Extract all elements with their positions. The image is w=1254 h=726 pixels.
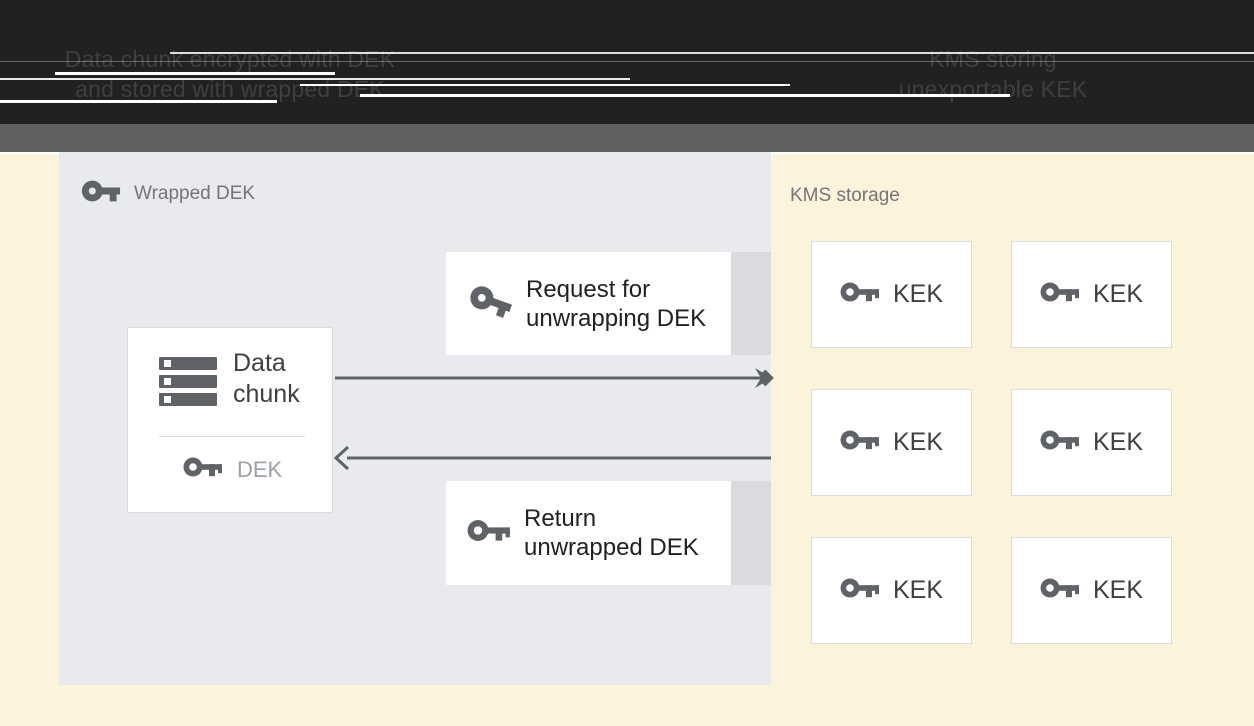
caption-line: unexportable KEK bbox=[898, 76, 1088, 102]
request-line2: unwrapping DEK bbox=[526, 304, 707, 332]
caption-data-chunk: Data chunk encrypted with DEK and stored… bbox=[55, 44, 405, 104]
dek-row: DEK bbox=[183, 454, 282, 485]
glitch-line bbox=[0, 78, 630, 80]
glitch-line bbox=[170, 52, 1254, 54]
kek-box: KEK bbox=[1011, 537, 1172, 644]
glitch-line bbox=[0, 100, 277, 103]
kms-storage-label: KMS storage bbox=[790, 185, 900, 206]
storage-bar bbox=[159, 375, 217, 388]
data-chunk-title-line2: chunk bbox=[233, 380, 300, 408]
key-icon bbox=[840, 279, 880, 310]
glitch-line bbox=[0, 61, 1254, 62]
return-unwrap-box: Return unwrapped DEK bbox=[446, 481, 731, 585]
request-unwrap-box: Request for unwrapping DEK bbox=[446, 252, 731, 355]
vpn-key-icon bbox=[80, 178, 122, 210]
key-icon bbox=[1040, 575, 1080, 606]
kek-label: KEK bbox=[1092, 280, 1144, 308]
wrapped-dek-label-text: Wrapped DEK bbox=[134, 183, 256, 204]
data-chunk-title: Data chunk bbox=[233, 348, 300, 410]
glitch-line bbox=[55, 72, 335, 75]
request-box-shadow-strip bbox=[731, 252, 771, 355]
glitch-line bbox=[360, 94, 1010, 97]
kek-label: KEK bbox=[892, 576, 944, 604]
caption-line: and stored with wrapped DEK bbox=[75, 76, 385, 102]
key-icon bbox=[183, 454, 223, 485]
return-unwrap-text: Return unwrapped DEK bbox=[524, 504, 699, 562]
data-chunk-title-line1: Data bbox=[233, 349, 286, 377]
header-gray-band bbox=[0, 124, 1254, 154]
key-icon bbox=[467, 516, 511, 550]
dek-label: DEK bbox=[237, 456, 283, 482]
request-arrow bbox=[335, 368, 774, 388]
return-line1: Return bbox=[524, 505, 597, 532]
kek-label: KEK bbox=[892, 428, 944, 456]
request-return-arrows bbox=[333, 368, 774, 471]
kek-label: KEK bbox=[892, 280, 944, 308]
kek-box: KEK bbox=[1011, 241, 1172, 348]
return-line2: unwrapped DEK bbox=[524, 534, 699, 561]
caption-line: KMS storing bbox=[929, 46, 1057, 72]
kek-box: KEK bbox=[811, 537, 972, 644]
data-chunk-box: Data chunk DEK bbox=[127, 327, 333, 513]
key-icon bbox=[840, 427, 880, 458]
vpn-key-icon bbox=[462, 279, 517, 328]
key-icon bbox=[1040, 279, 1080, 310]
return-box-shadow-strip bbox=[731, 481, 771, 585]
key-icon bbox=[1040, 427, 1080, 458]
storage-bar bbox=[159, 357, 217, 370]
return-arrow bbox=[333, 445, 771, 471]
caption-kms: KMS storing unexportable KEK bbox=[872, 44, 1114, 104]
divider bbox=[159, 436, 305, 437]
storage-stack-icon bbox=[159, 357, 217, 411]
kek-box: KEK bbox=[1011, 389, 1172, 496]
request-unwrap-text: Request for unwrapping DEK bbox=[526, 275, 706, 333]
request-line1: Request for bbox=[526, 275, 651, 303]
caption-line: Data chunk encrypted with DEK bbox=[64, 46, 396, 72]
kek-label: KEK bbox=[1092, 576, 1144, 604]
wrapped-dek-label: Wrapped DEK bbox=[80, 178, 255, 210]
header-banner bbox=[0, 0, 1254, 124]
glitch-line bbox=[300, 84, 790, 86]
storage-bar bbox=[159, 393, 217, 406]
kek-box: KEK bbox=[811, 241, 972, 348]
key-icon bbox=[840, 575, 880, 606]
kek-label: KEK bbox=[1092, 428, 1144, 456]
kek-box: KEK bbox=[811, 389, 972, 496]
